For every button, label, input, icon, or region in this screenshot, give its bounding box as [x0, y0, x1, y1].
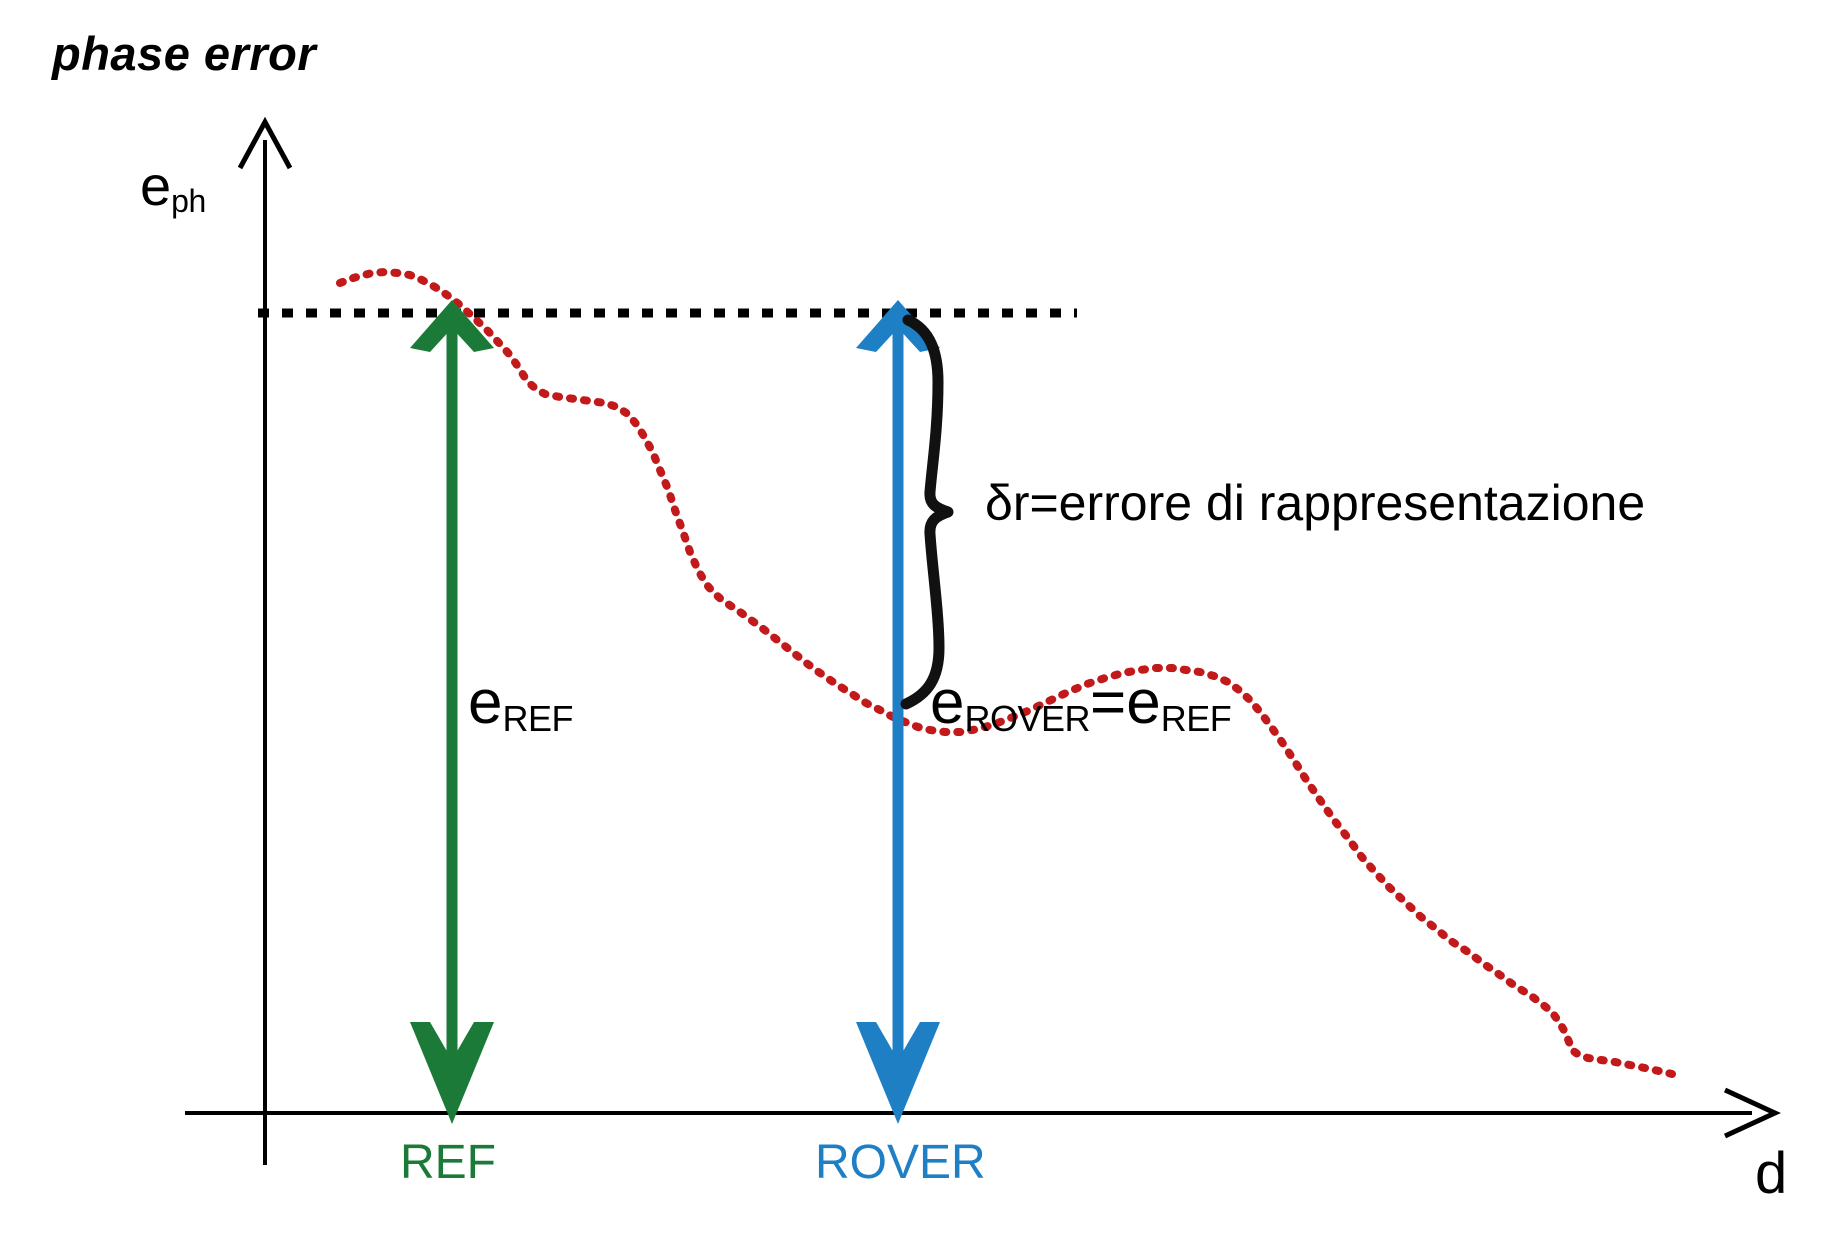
- x-axis: [185, 1087, 1781, 1139]
- rover-measurement-arrow: [856, 300, 940, 1124]
- y-axis-value-label-base: e: [140, 154, 172, 217]
- delta-r-brace: [900, 314, 954, 710]
- phase-error-curve: [336, 267, 1676, 1078]
- rover-arrow-label-subscript-2: REF: [1160, 697, 1232, 739]
- rover-arrow-label-subscript: ROVER: [964, 697, 1091, 739]
- x-axis-tick-label-ref: REF: [400, 1136, 496, 1189]
- ref-arrow-label-base: e: [468, 668, 503, 737]
- x-axis-arrowhead: [1723, 1087, 1781, 1139]
- rover-arrow-down-head: [856, 1022, 940, 1124]
- y-axis-arrowhead: [237, 116, 293, 170]
- ref-arrow-down-head: [410, 1022, 494, 1124]
- ref-measurement-arrow: [410, 300, 494, 1124]
- x-axis-label: d: [1755, 1141, 1788, 1206]
- y-axis-value-label: eph: [140, 158, 206, 218]
- x-axis-tick-label-rover: ROVER: [815, 1136, 986, 1189]
- ref-arrow-label-subscript: REF: [502, 697, 573, 739]
- y-axis-value-label-subscript: ph: [171, 183, 206, 220]
- ref-arrow-up-head: [410, 300, 494, 352]
- rover-arrow-label-equals: =e: [1090, 668, 1161, 737]
- page-title: phase error: [52, 27, 317, 80]
- representation-error-annotation: δr=errore di rappresentazione: [985, 475, 1646, 531]
- rover-arrow-label-base: e: [930, 668, 965, 737]
- rover-arrow-up-head: [856, 300, 940, 352]
- y-axis: [237, 116, 293, 1165]
- rover-arrow-label: eROVER=eREF: [930, 672, 1232, 737]
- ref-arrow-label: eREF: [468, 672, 573, 737]
